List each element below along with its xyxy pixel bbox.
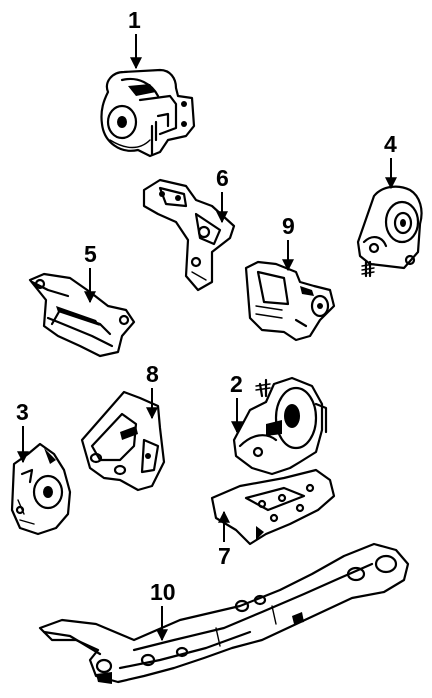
callout-label-6: 6 xyxy=(216,165,229,191)
callout-label-7: 7 xyxy=(218,543,231,569)
callout-label-8: 8 xyxy=(146,361,159,387)
callout-4: 4 xyxy=(384,131,397,190)
crossmember-part-10 xyxy=(38,542,410,684)
callout-label-5: 5 xyxy=(84,241,97,267)
bracket-part-7 xyxy=(210,468,336,546)
callout-label-3: 3 xyxy=(16,399,29,425)
engine-mount-part-2 xyxy=(232,376,328,476)
callout-label-4: 4 xyxy=(384,131,397,157)
engine-mount-part-1 xyxy=(100,68,196,158)
engine-mount-part-3 xyxy=(10,442,72,536)
mount-pad-part-5 xyxy=(28,272,136,358)
callout-6: 6 xyxy=(216,165,229,224)
bracket-part-6 xyxy=(142,178,236,292)
callout-1: 1 xyxy=(128,7,142,70)
callout-label-1: 1 xyxy=(128,7,141,33)
callout-label-10: 10 xyxy=(150,579,176,605)
callout-label-9: 9 xyxy=(282,213,295,239)
bracket-part-8 xyxy=(80,390,166,492)
callout-10: 10 xyxy=(150,579,176,642)
callout-3: 3 xyxy=(16,399,29,464)
bracket-part-9 xyxy=(244,260,336,342)
callout-2: 2 xyxy=(230,371,243,434)
callout-7: 7 xyxy=(218,510,231,569)
callout-9: 9 xyxy=(282,213,295,272)
callout-label-2: 2 xyxy=(230,371,243,397)
callout-8: 8 xyxy=(146,361,159,420)
callout-5: 5 xyxy=(84,241,97,304)
round-mount-part-4 xyxy=(356,185,423,278)
